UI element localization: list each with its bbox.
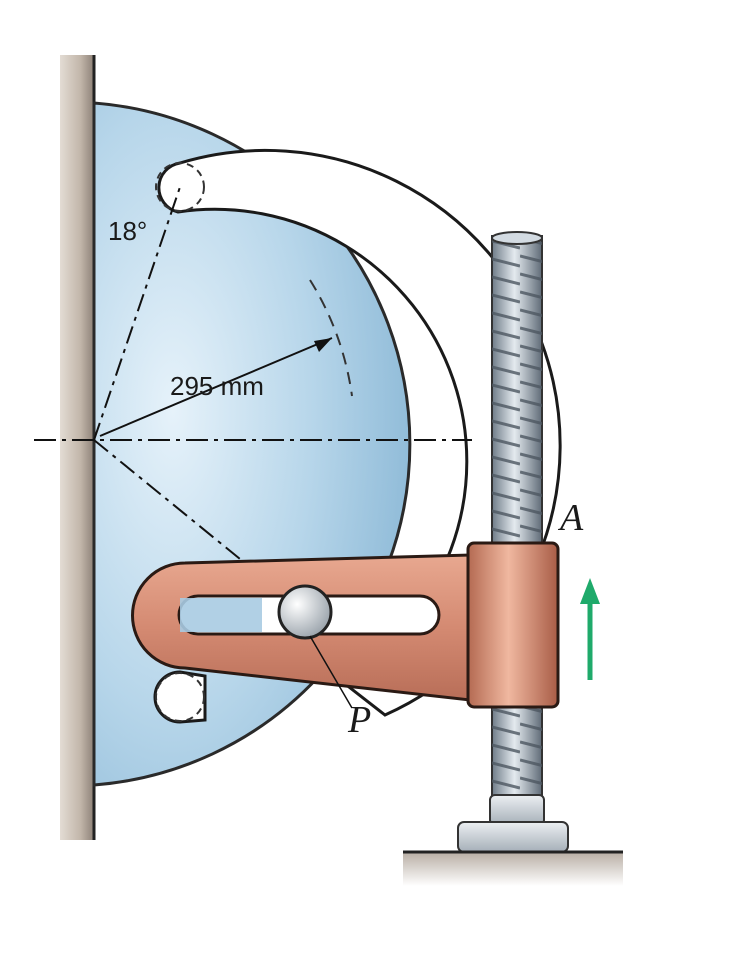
- radius-dimension-line: [99, 337, 333, 437]
- angle-label: 18°: [108, 216, 147, 246]
- up-arrow-icon: [580, 578, 600, 680]
- foot-pad: [457, 821, 569, 853]
- pin-p: [277, 584, 333, 640]
- foot-neck: [489, 794, 545, 826]
- mid-radius-dashed-arc: [309, 279, 353, 397]
- floor: [403, 852, 623, 886]
- pin-leader-line: [309, 635, 353, 709]
- pin-radial-line: [93, 439, 306, 613]
- slot-end-bottom-dashed: [155, 672, 205, 722]
- collar-a: [466, 541, 560, 709]
- point-p-label: P: [347, 699, 371, 741]
- point-a-label: A: [557, 497, 584, 539]
- wall: [60, 55, 94, 840]
- slot-end-top-dashed: [155, 162, 205, 212]
- angle-radial-line: [93, 186, 181, 441]
- radius-label: 295 mm: [170, 371, 264, 401]
